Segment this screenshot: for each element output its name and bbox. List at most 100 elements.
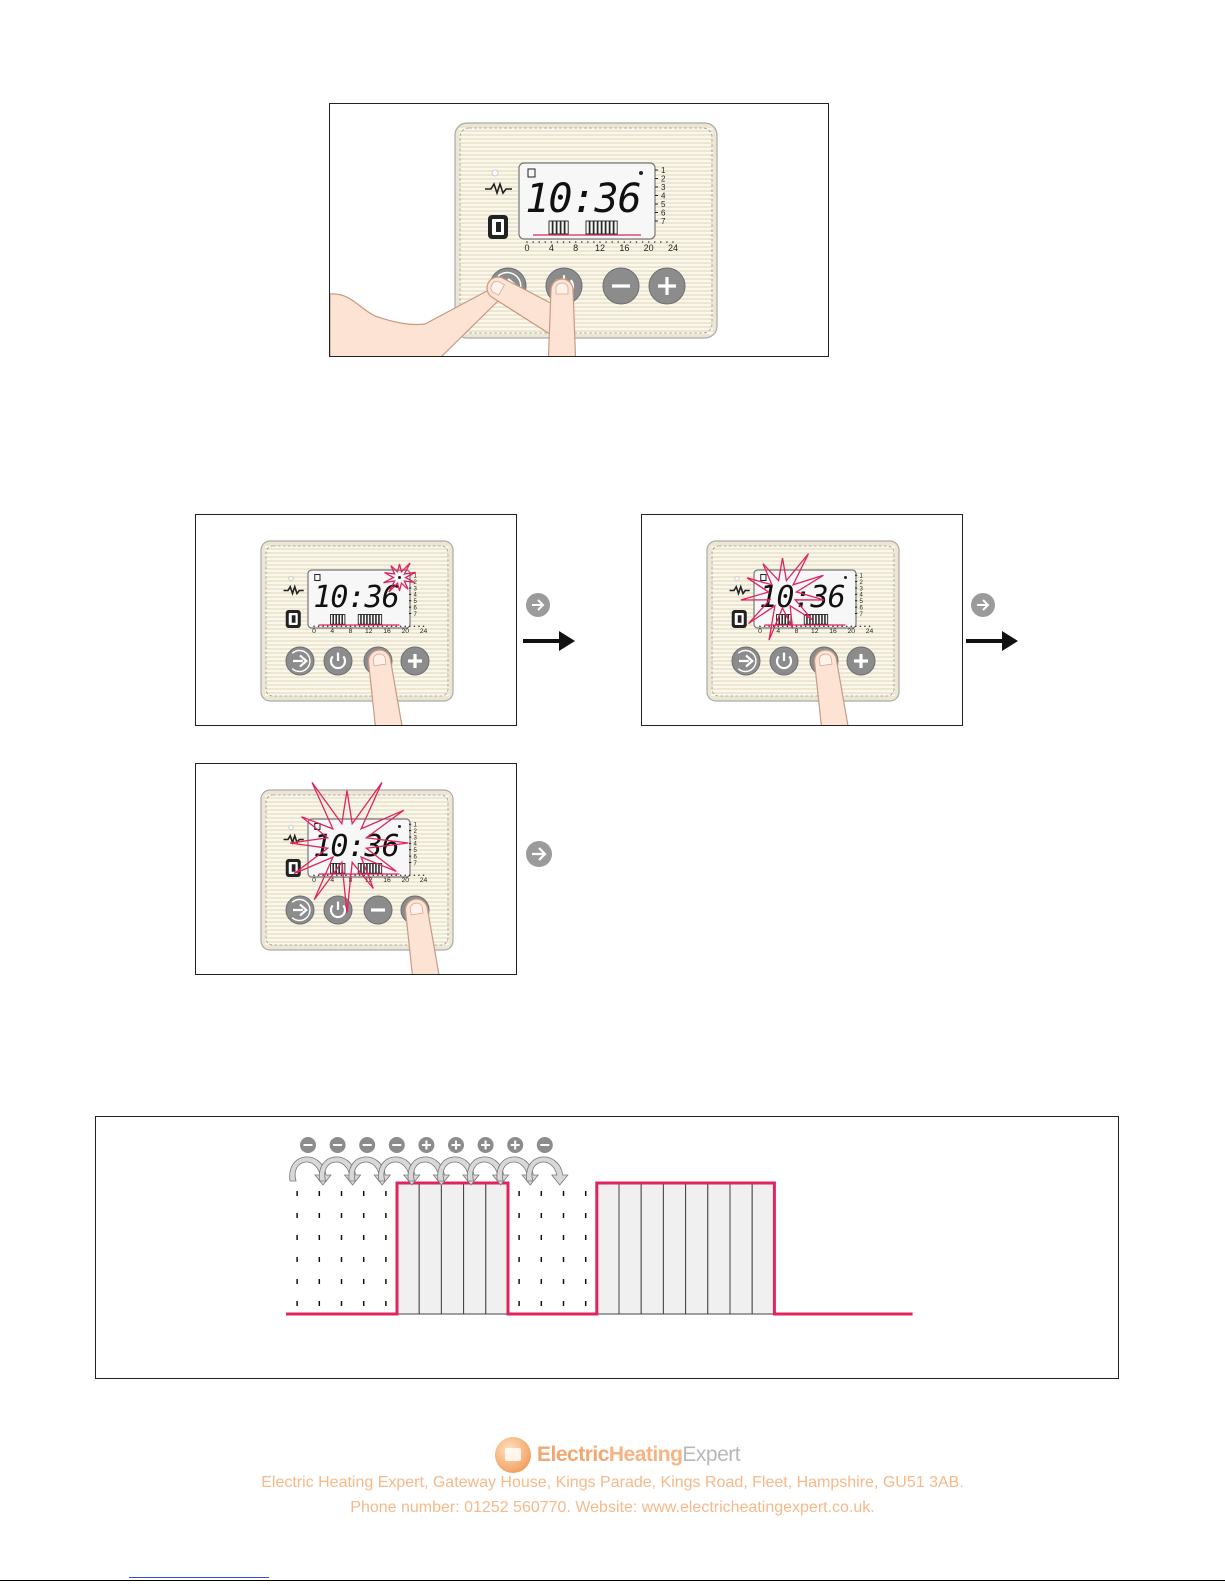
sequence-minus-button (526, 1137, 569, 1186)
hour-label: 24 (420, 628, 428, 635)
hour-label: 4 (549, 243, 554, 253)
hour-dot (395, 625, 397, 628)
finger-press-skin (404, 898, 444, 974)
logo-word-2: Heating (608, 1443, 683, 1466)
day-label: 3 (661, 183, 666, 192)
hour-dot (395, 874, 397, 877)
lcd-program-bar (593, 220, 598, 235)
lcd-screen (307, 569, 411, 629)
hour-dot (526, 241, 528, 243)
hour-dot (827, 625, 830, 628)
lcd-program-bar (782, 614, 786, 625)
hour-label: 12 (365, 628, 373, 635)
lcd-program-bar (605, 220, 610, 235)
timeline-on-slot (463, 1182, 487, 1315)
finger-press (367, 649, 407, 725)
hour-label: 8 (795, 628, 799, 635)
hour-dot (358, 625, 361, 628)
enter-button (285, 646, 315, 676)
hour-dot (587, 241, 589, 243)
hour-dot (666, 241, 668, 243)
lcd-screen (518, 162, 656, 240)
lcd-program-bar (556, 220, 561, 235)
timeline-on-slot (729, 1182, 753, 1315)
hour-label: 0 (312, 877, 316, 884)
hour-dot (759, 625, 761, 628)
hour-dot (413, 625, 416, 628)
enter-icon (293, 654, 308, 668)
lcd-program-bar (601, 220, 606, 235)
lcd-program-bar (779, 614, 783, 625)
hour-dot (377, 874, 379, 877)
hour-dot (617, 241, 620, 243)
lcd-program-bar (812, 614, 817, 625)
lcd-program-bar (333, 614, 337, 625)
logo-badge-icon (495, 1437, 531, 1473)
timeline-on-slot (618, 1182, 642, 1315)
lcd-program-bar (369, 863, 374, 874)
day-label: 4 (860, 593, 864, 599)
hour-dot (868, 625, 871, 628)
hour-dot (399, 625, 402, 628)
day-label: 3 (414, 835, 418, 841)
hour-dot (647, 241, 650, 243)
lcd-program-bar (378, 614, 383, 625)
enter-icon (293, 903, 308, 917)
minus-button (363, 895, 393, 925)
footer-address: Electric Heating Expert, Gateway House, … (261, 1474, 964, 1491)
hour-dot (386, 874, 388, 877)
hour-dot (322, 625, 324, 628)
panel-stitch (459, 127, 713, 334)
lcd-program-bar (369, 614, 374, 625)
hour-label: 4 (330, 877, 334, 884)
hour-dot (409, 874, 411, 877)
day-label: 4 (414, 593, 418, 599)
hour-dot (322, 874, 324, 877)
hour-dot (317, 625, 320, 628)
hour-label: 20 (644, 243, 654, 253)
day-label: 6 (661, 209, 666, 218)
day-label: 4 (661, 192, 666, 201)
hour-dot (580, 241, 583, 243)
hour-dot (623, 241, 626, 243)
logo-word-3: Expert (682, 1443, 741, 1466)
hour-label: 24 (866, 628, 874, 635)
heater-element-icon (283, 833, 304, 846)
program-timeline (286, 1137, 913, 1316)
hour-dot (372, 625, 375, 628)
footer: Electric Heating Expert, Gateway House, … (0, 1470, 1225, 1520)
lcd-program-bar (613, 220, 618, 235)
enter-icon-ring (291, 649, 311, 673)
timeline-profile-line (286, 1181, 913, 1316)
hour-label: 16 (383, 628, 391, 635)
power-icon (775, 655, 793, 670)
logo-wordmark: ElectricHeatingExpert (537, 1443, 741, 1467)
lcd-program-bar (363, 863, 368, 874)
hour-dot (841, 625, 843, 628)
hour-dot (404, 874, 407, 877)
lcd-program-bar (336, 863, 340, 874)
lcd-program-bar (372, 863, 377, 874)
lcd-program-bar (357, 863, 362, 874)
hour-dot (550, 241, 553, 243)
lcd-program-bar (821, 614, 826, 625)
power-button (323, 895, 353, 925)
lcd-program-bar (330, 863, 334, 874)
lcd-program-bar (564, 220, 569, 235)
hour-dot (855, 625, 857, 628)
window-detection-icon-door (291, 615, 296, 623)
timeline-on-slot (662, 1182, 687, 1315)
day-label: 3 (414, 586, 418, 592)
lcd-program-bar (375, 614, 380, 625)
hour-dot (605, 241, 607, 243)
hour-dot (859, 625, 862, 628)
hour-dot (653, 241, 656, 243)
timeline-plot (286, 1137, 913, 1316)
lcd-program-bar (357, 614, 362, 625)
